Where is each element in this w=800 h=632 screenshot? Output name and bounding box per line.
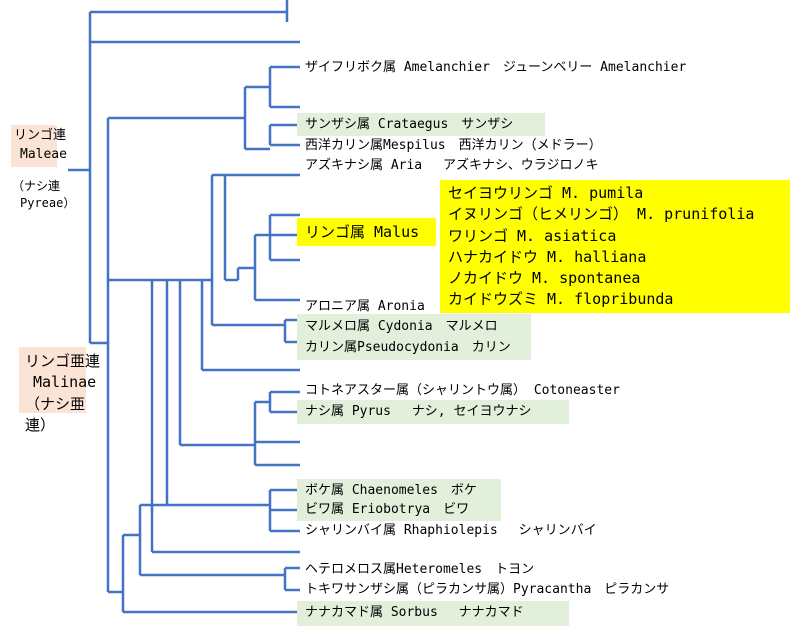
chaenomeles-group-highlight [297,479,501,521]
pyrus-highlight [297,400,569,424]
cydonia-group-highlight [297,314,531,360]
subtribe-alt-name: （ナシ亜 [25,395,86,413]
malus-species-item: セイヨウリンゴ M. pumila [448,184,644,202]
genus-aria: アズキナシ属 Aria アズキナシ、ウラジロノキ [305,158,599,173]
genus-rhaphiolepis: シャリンバイ属 Rhaphiolepis シャリンバイ [305,523,597,538]
subtribe-label-box [19,347,86,413]
genus-malus: リンゴ属 Malus [305,223,420,241]
genus-heteromeles: ヘテロメロス属Heteromeles トヨン [305,562,535,577]
genus-pyrus: ナシ属 Pyrus ナシ, セイヨウナシ [305,404,532,419]
subtribe-name-latin: Malinae [33,373,97,391]
malus-species-item: ハナカイドウ M. halliana [448,248,647,266]
malus-species-item: ワリンゴ M. asiatica [448,227,617,245]
malus-highlight [297,218,436,246]
genus-pseudocydonia: カリン属Pseudocydonia カリン [305,340,511,355]
genus-aronia: アロニア属 Aronia [305,299,425,314]
genus-crataegus: サンザシ属 Crataegus サンザシ [305,117,514,132]
tribe-alt-latin: Pyreae） [20,196,76,210]
genus-amelanchier: ザイフリボク属 Amelanchier ジューンベリー Amelanchier [305,60,687,75]
tribe-name-jp: リンゴ連 [14,128,67,143]
genus-sorbus: ナナカマド属 Sorbus ナナカマド [305,605,524,620]
tribe-name-latin: Maleae [20,147,67,162]
genus-cotoneaster: コトネアスター属（シャリントウ属） Cotoneaster [305,383,620,398]
subtribe-name-jp: リンゴ亜連 [25,352,101,370]
genus-mespilus: 西洋カリン属Mespilus 西洋カリン（メドラー） [305,138,602,153]
genus-pyracantha: トキワサンザシ属（ピラカンサ属）Pyracantha ピラカンサ [305,582,670,597]
tribe-alt-name: （ナシ連 [12,179,61,193]
sorbus-highlight [297,601,569,626]
malus-species-item: カイドウズミ M. flopribunda [448,290,674,308]
tribe-label-box [11,125,57,167]
genus-cydonia: マルメロ属 Cydonia マルメロ [305,319,498,334]
crataegus-highlight [297,113,545,136]
genus-eriobotrya: ビワ属 Eriobotrya ビワ [305,502,470,517]
malus-species-item: ノカイドウ M. spontanea [448,269,641,287]
subtribe-alt-name-end: 連） [25,416,56,434]
genus-chaenomeles: ボケ属 Chaenomeles ボケ [305,483,477,498]
malus-species-box [440,180,790,313]
malus-species-item: イヌリンゴ（ヒメリンゴ） M. prunifolia [448,205,755,223]
